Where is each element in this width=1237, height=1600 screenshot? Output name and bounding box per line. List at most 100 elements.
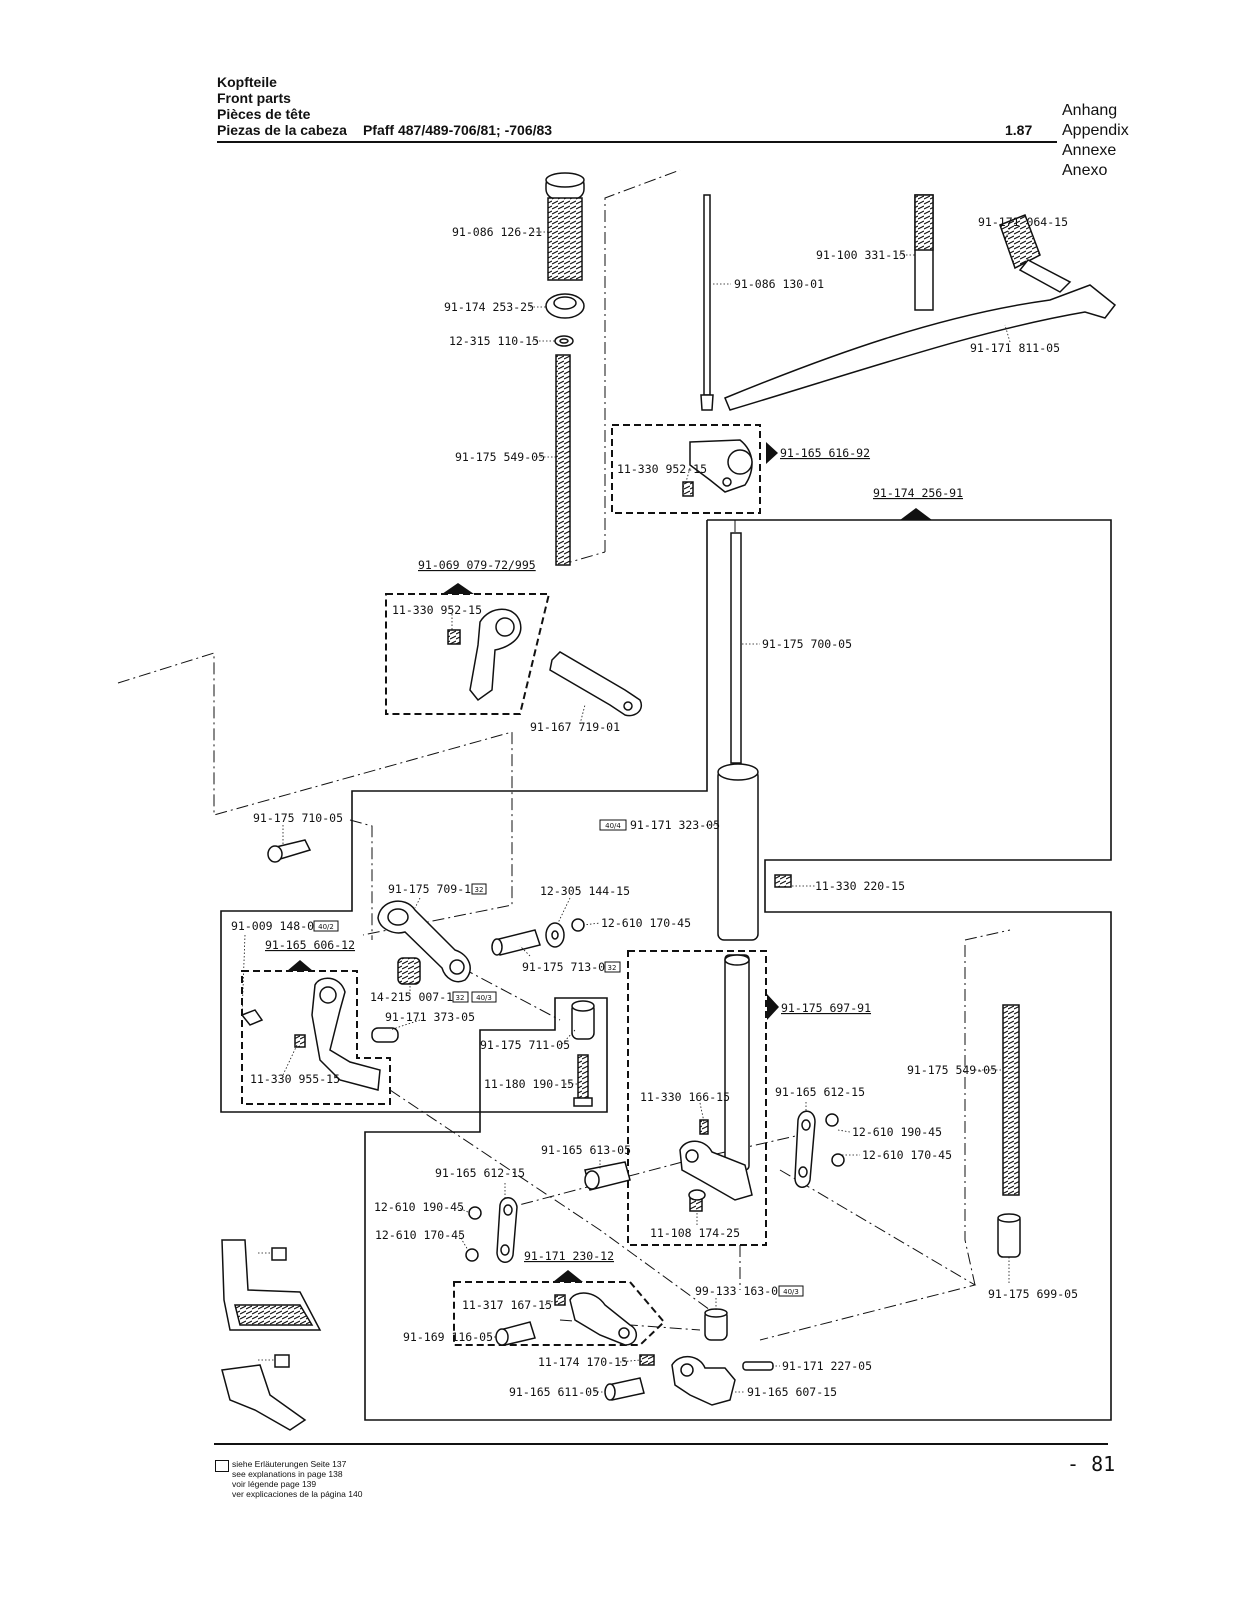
assembly-line-9 <box>964 945 976 1286</box>
label-11-180-190-15: 11-180 190-15 <box>484 1077 574 1091</box>
group-box-174-256 <box>220 519 1112 1421</box>
label-11-330-220-15: 11-330 220-15 <box>815 879 905 893</box>
label-99-133-163-01: 99-133 163-01 40/3 <box>695 1284 804 1298</box>
label-12-610-190-45-right: 12-610 190-45 <box>852 1125 942 1139</box>
header-title-block: Kopfteile Front parts Pièces de tête Pie… <box>217 74 552 138</box>
appendix-fr: Annexe <box>1062 142 1117 159</box>
model-name: Pfaff 487/489-706/81; -706/83 <box>362 122 553 138</box>
label-12-610-190-45-left: 12-610 190-45 <box>374 1200 464 1214</box>
label-91-171-064-15: 91-171 064-15 <box>978 215 1068 229</box>
label-91-171-811-05: 91-171 811-05 <box>970 341 1060 355</box>
label-91-165-613-05: 91-165 613-05 <box>541 1143 631 1157</box>
footer-legend-box <box>215 1460 229 1472</box>
label-91-165-612-15-right: 91-165 612-15 <box>775 1085 865 1099</box>
label-text-99-133-163-01: 99-133 163-01 <box>695 1284 785 1298</box>
label-text-91-009-148-05: 91-009 148-05 <box>231 919 321 933</box>
explanation-box-foot-1 <box>271 1247 287 1261</box>
assembly-line-1 <box>604 169 681 552</box>
label-91-175-697-91: 91-175 697-91 <box>781 1001 871 1015</box>
footer-notes: siehe Erläuterungen Seite 137 see explan… <box>232 1459 362 1499</box>
label-text-91-175-713-05: 91-175 713-05 <box>522 960 612 974</box>
part-pin-167 <box>549 651 642 717</box>
group-box-inner-711 <box>479 997 608 1113</box>
label-12-305-144-15: 12-305 144-15 <box>540 884 630 898</box>
part-screw-174 <box>639 1354 655 1366</box>
appendix-block: Anhang Appendix Annexe Anexo <box>1062 101 1129 181</box>
footer-note-de: siehe Erläuterungen Seite 137 <box>232 1459 347 1469</box>
label-91-100-331-15: 91-100 331-15 <box>816 248 906 262</box>
label-91-086-126-21: 91-086 126-21 <box>452 225 542 239</box>
part-sleeve <box>717 769 759 941</box>
label-12-610-170-45-top: 12-610 170-45 <box>601 916 691 930</box>
assembly-line-8 <box>964 929 1011 941</box>
appendix-en: Appendix <box>1062 122 1129 139</box>
triangle-marker-174-256 <box>900 508 932 520</box>
part-clip-170-right <box>831 1153 845 1167</box>
label-91-069-079-72-995: 91-069 079-72/995 <box>418 558 536 572</box>
label-12-315-110-15: 12-315 110-15 <box>449 334 539 348</box>
part-spring-right <box>1002 1004 1020 1196</box>
label-text-14-215-007-13: 14-215 007-13 <box>370 990 460 1004</box>
subgroup-box-069-079 <box>385 593 551 715</box>
label-91-171-227-05: 91-171 227-05 <box>782 1359 872 1373</box>
appendix-de: Anhang <box>1062 102 1118 119</box>
label-text-91-175-709-15: 91-175 709-15 <box>388 882 478 896</box>
part-bearing-215 <box>397 957 421 985</box>
footer-note-es: ver explicaciones de la página 140 <box>232 1489 363 1499</box>
part-bracket-607 <box>671 1356 736 1406</box>
triangle-marker-230-12 <box>553 1270 583 1282</box>
part-clip-190-left <box>468 1206 482 1220</box>
part-pin-373 <box>371 1027 399 1043</box>
part-clip-170 <box>571 918 585 932</box>
presser-foot-illustration-2 <box>221 1364 307 1431</box>
part-presser-bar <box>730 532 742 764</box>
label-11-108-174-25: 11-108 174-25 <box>650 1226 740 1240</box>
label-12-610-170-45-right: 12-610 170-45 <box>862 1148 952 1162</box>
footer-note-en: see explanations in page 138 <box>232 1469 343 1479</box>
label-91-009-148-05: 91-009 148-05 40/2 <box>231 919 339 933</box>
arrow-marker-616-92 <box>766 442 778 464</box>
tag-40-3: 40/3 <box>783 1288 799 1296</box>
part-clip-170-left <box>465 1248 479 1262</box>
tag-32: 32 <box>475 886 484 894</box>
assembly-line-7 <box>499 1134 801 1211</box>
explanation-box-foot-2 <box>274 1354 290 1368</box>
subgroup-box-230-12 <box>453 1281 666 1346</box>
triangle-marker-606-12 <box>287 960 313 971</box>
label-91-171-323-05: 40/4 91-171 323-05 <box>599 818 720 832</box>
label-91-086-130-01: 91-086 130-01 <box>734 277 824 291</box>
label-91-175-549-05-right: 91-175 549-05 <box>907 1063 997 1077</box>
label-91-171-230-12: 91-171 230-12 <box>524 1249 614 1263</box>
label-91-175-709-15: 91-175 709-15 32 <box>388 882 487 896</box>
title-en: Front parts <box>217 90 291 106</box>
label-91-175-713-05: 91-175 713-05 32 <box>522 960 621 974</box>
subgroup-box-697-91 <box>627 950 767 1246</box>
part-pin-227 <box>742 1361 774 1371</box>
label-12-610-170-45-left: 12-610 170-45 <box>375 1228 465 1242</box>
label-91-175-711-05: 91-175 711-05 <box>480 1038 570 1052</box>
section-number: 1.87 <box>1005 122 1033 138</box>
footer-rule <box>214 1443 1108 1445</box>
label-91-174-253-25: 91-174 253-25 <box>444 300 534 314</box>
label-91-175-700-05: 91-175 700-05 <box>762 637 852 651</box>
part-bar-697 <box>724 954 750 1171</box>
part-lever-bar <box>724 284 1117 411</box>
label-11-330-166-15: 11-330 166-15 <box>640 1090 730 1104</box>
footer-note-fr: voir légende page 139 <box>232 1479 317 1489</box>
label-91-165-607-15: 91-165 607-15 <box>747 1385 837 1399</box>
label-91-167-719-01: 91-167 719-01 <box>530 720 620 734</box>
label-91-165-606-12: 91-165 606-12 <box>265 938 355 952</box>
part-thin-rod <box>703 194 711 396</box>
label-14-215-007-13: 14-215 007-13 32 40/3 <box>370 990 497 1004</box>
appendix-es: Anexo <box>1062 162 1108 179</box>
label-11-330-952-15-mid: 11-330 952-15 <box>392 603 482 617</box>
label-11-174-170-15: 11-174 170-15 <box>538 1355 628 1369</box>
assembly-line-4 <box>349 819 373 940</box>
title-fr: Pièces de tête <box>217 106 311 122</box>
tag-40-2: 40/2 <box>318 923 334 931</box>
label-91-169-116-05: 91-169 116-05 <box>403 1330 493 1344</box>
triangle-marker-069-079 <box>442 583 474 594</box>
label-91-171-373-05: 91-171 373-05 <box>385 1010 475 1024</box>
